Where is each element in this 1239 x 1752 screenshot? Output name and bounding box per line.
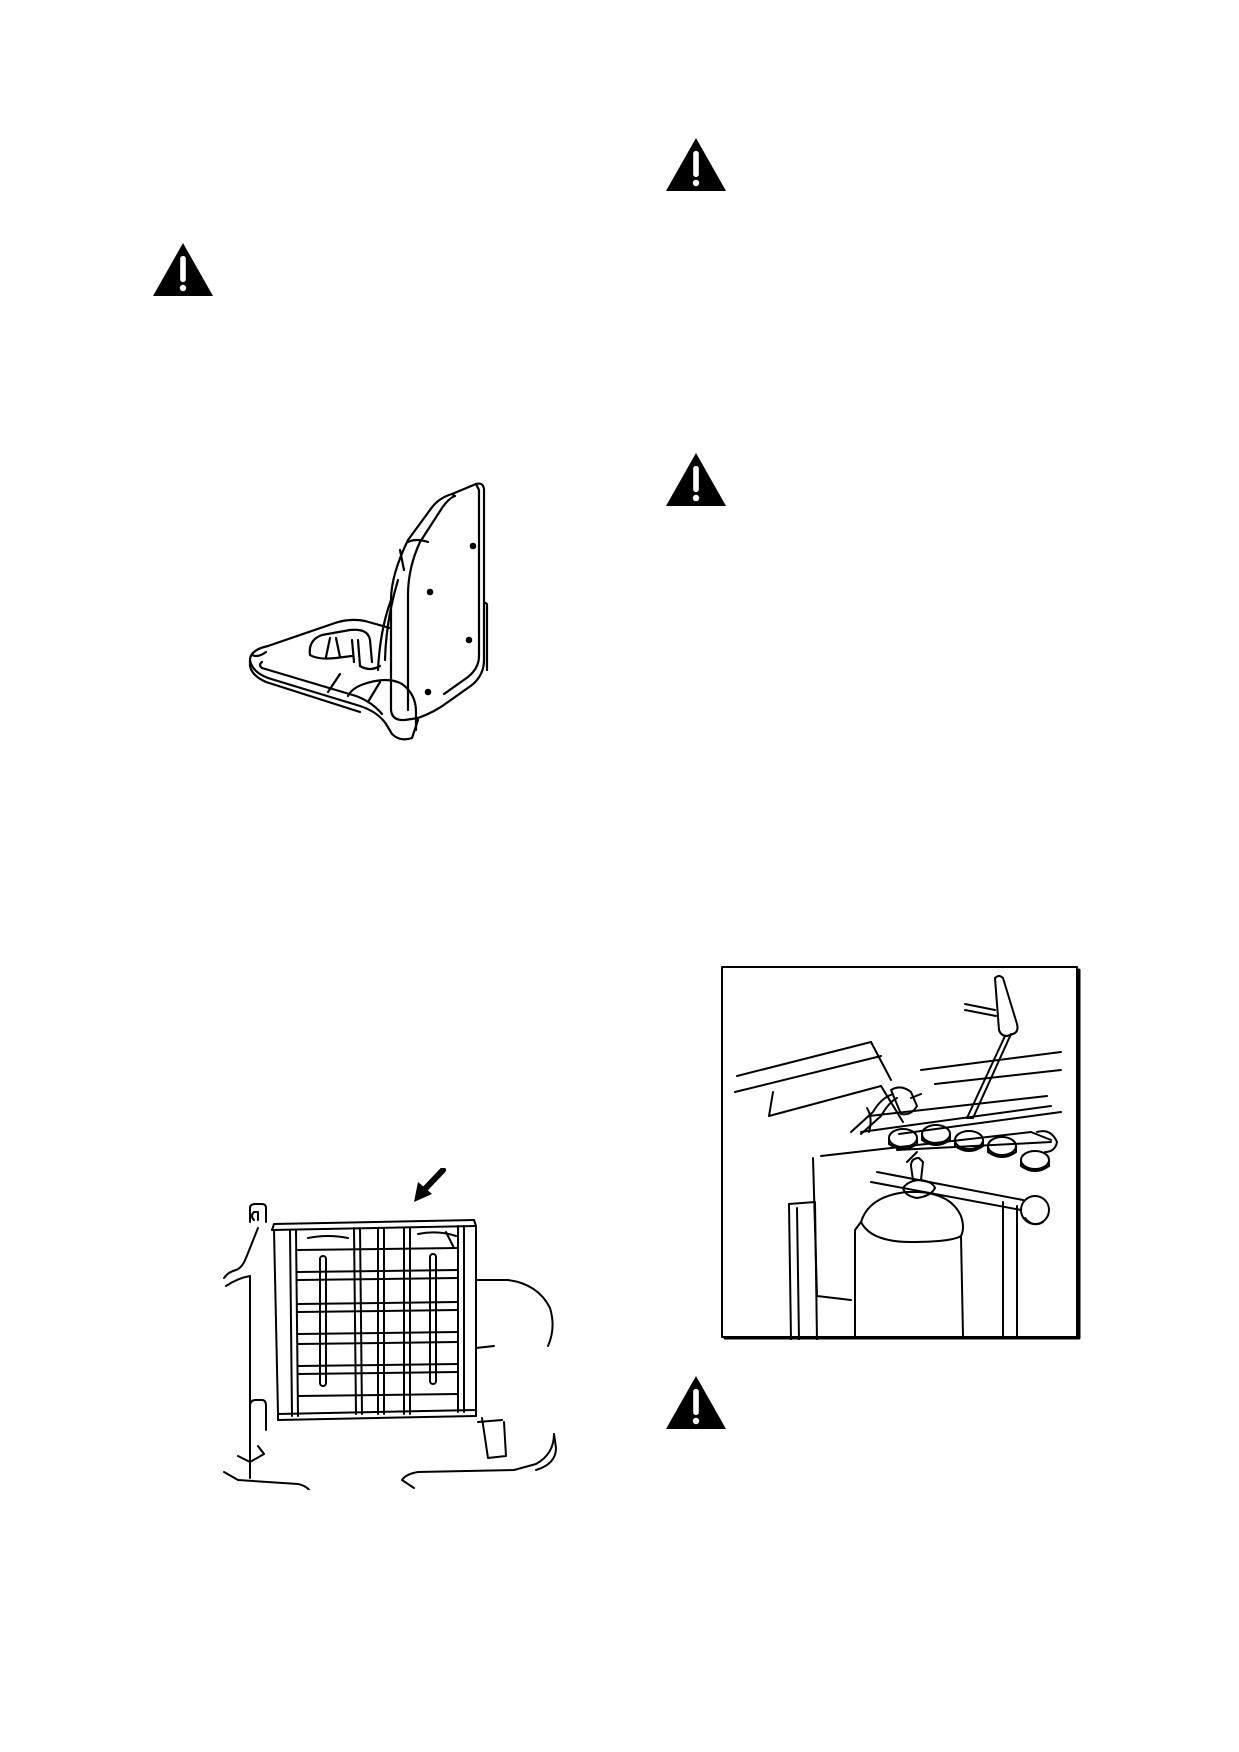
warning-triangle-icon [665, 137, 727, 192]
seat-illustration [240, 480, 580, 810]
warning-triangle-icon [152, 242, 214, 297]
battery-tank-illustration [721, 966, 1081, 1340]
warning-triangle-icon [665, 452, 727, 507]
warning-triangle-icon [665, 1375, 727, 1430]
radiator-grill-illustration [218, 1168, 578, 1490]
